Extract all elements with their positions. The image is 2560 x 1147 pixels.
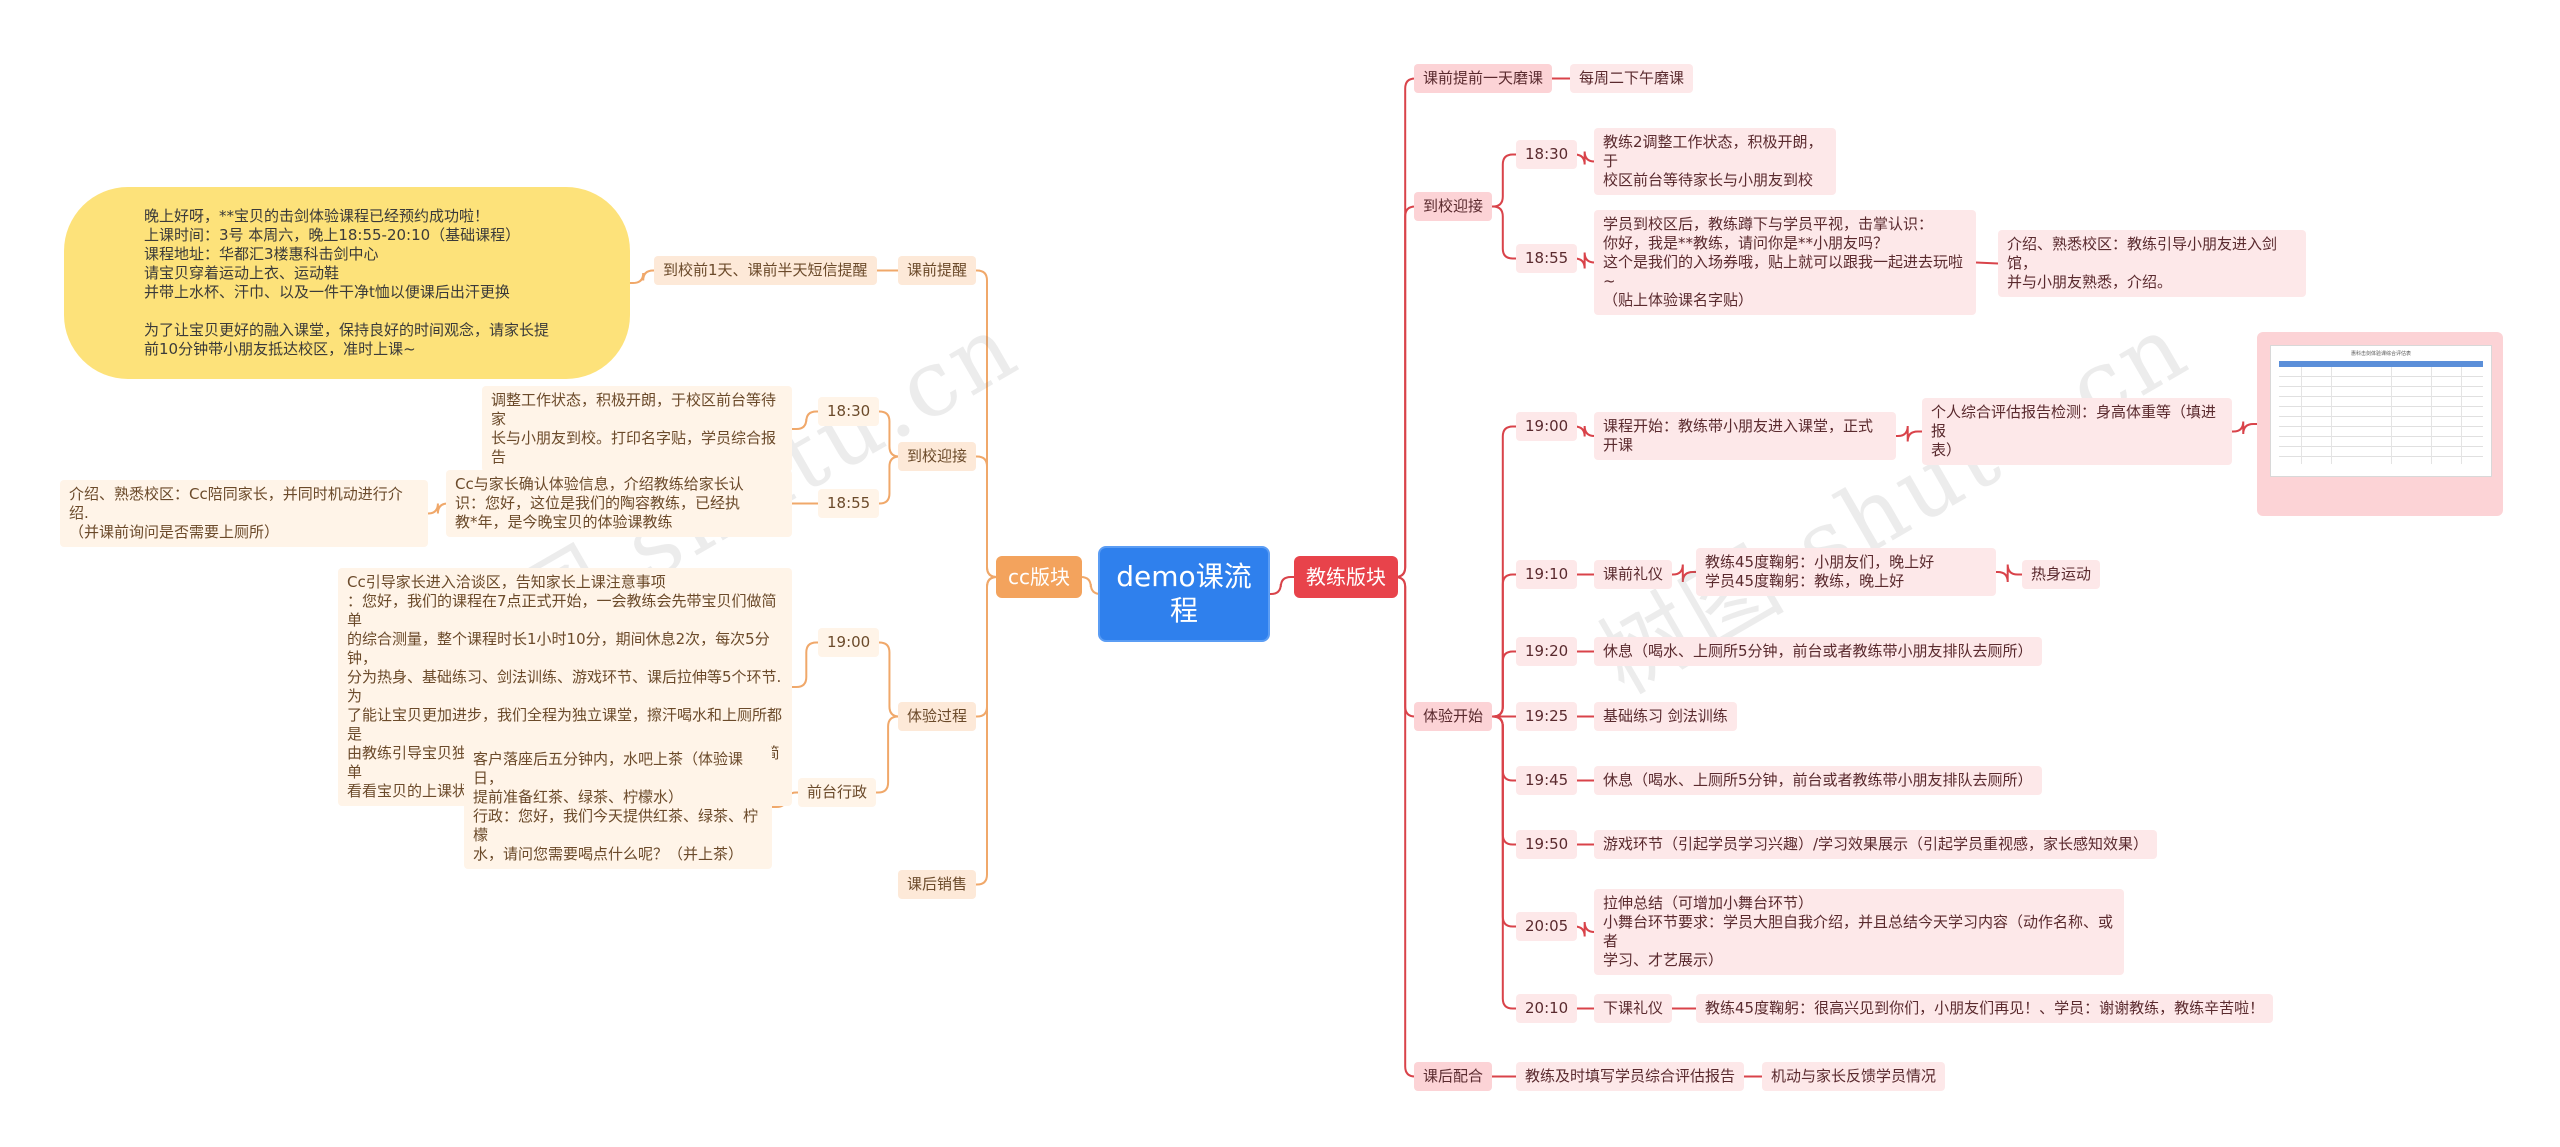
connector-L3-L3b [876, 715, 899, 794]
connector-R2-R2b [1492, 205, 1516, 260]
node-coach-2005[interactable]: 20:05 [1516, 912, 1578, 941]
node-parent-feedback[interactable]: 机动与家长反馈学员情况 [1762, 1062, 1946, 1091]
node-cc-arrival[interactable]: 到校迎接 [898, 442, 977, 471]
node-coach-experience[interactable]: 体验开始 [1414, 702, 1493, 731]
node-coach-1855-sub[interactable]: 介绍、熟悉校区：教练引导小朋友进入剑馆， 并与小朋友熟悉，介绍。 [1998, 230, 2306, 297]
connector-L1a-L1b [630, 269, 654, 284]
connector-L3a-L3a1 [792, 641, 818, 688]
connector-R2-R2a [1492, 153, 1516, 208]
evaluation-form-thumbnail[interactable]: 惠科击剑体验课综合评估表 [2257, 332, 2503, 516]
connector-R-R4 [1395, 576, 1416, 1078]
node-coach-1855-text[interactable]: 学员到校区后，教练蹲下与学员平视，击掌认识： 你好，我是**教练，请问你是**小… [1594, 210, 1976, 315]
connector-R-R2 [1395, 205, 1416, 578]
node-coach-1925[interactable]: 19:25 [1516, 702, 1578, 731]
node-cc-1830-text[interactable]: 调整工作状态，积极开朗，于校区前台等待家 长与小朋友到校。打印名字贴，学员综合报… [482, 386, 792, 472]
node-coach-1945[interactable]: 19:45 [1516, 766, 1578, 795]
connector-R3a2-THUMB [2232, 421, 2257, 435]
connector-R3a1-R3a2 [1896, 425, 1922, 442]
node-coach-1900-text[interactable]: 课程开始：教练带小朋友进入课堂，正式开课 [1594, 412, 1896, 460]
node-coach-2010[interactable]: 20:10 [1516, 994, 1578, 1023]
connector-root-L [1080, 576, 1101, 595]
node-cc-1855-text[interactable]: Cc与家长确认体验信息，介绍教练给家长认 识：您好，这位是我们的陶容教练，已经执… [446, 470, 792, 537]
connector-L-L4 [976, 576, 998, 886]
connector-L2-L2b [879, 455, 900, 505]
node-cc-1855-sub[interactable]: 介绍、熟悉校区：Cc陪同家长，并同时机动进行介绍. （并课前询问是否需要上厕所） [60, 480, 428, 547]
node-coach-1910[interactable]: 19:10 [1516, 560, 1578, 589]
connector-L-L2 [976, 455, 998, 578]
node-warm-up[interactable]: 热身运动 [2022, 560, 2101, 589]
node-game-session[interactable]: 游戏环节（引起学员学习兴趣）/学习效果展示（引起学员重视感，家长感知效果） [1594, 830, 2158, 859]
node-pre-class-etiquette[interactable]: 课前礼仪 [1594, 560, 1673, 589]
node-farewell-bow[interactable]: 教练45度鞠躬：很高兴见到你们，小朋友们再见！、学员：谢谢教练，教练辛苦啦！ [1696, 994, 2274, 1023]
connector-R3-R3c [1492, 650, 1516, 718]
node-rehearsal-time[interactable]: 每周二下午磨课 [1570, 64, 1694, 93]
node-cc-1855[interactable]: 18:55 [818, 489, 880, 518]
connector-L3-L3a [879, 641, 900, 718]
evaluation-form-image: 惠科击剑体验课综合评估表 [2270, 345, 2492, 477]
node-coach-1900-sub[interactable]: 个人综合评估报告检测：身高体重等（填进报 表） [1922, 398, 2232, 465]
connector-R3b2-R3b3 [1996, 564, 2022, 583]
connector-R3-R3g [1492, 715, 1516, 928]
connector-R3-R3a [1492, 425, 1516, 718]
connector-R3a-R3a1 [1574, 425, 1595, 437]
connector-R2b1-R2b2 [1975, 261, 1999, 265]
node-post-sales[interactable]: 课后销售 [898, 870, 977, 899]
connector-R3-R3b [1492, 573, 1516, 718]
node-coach-arrival[interactable]: 到校迎接 [1414, 192, 1493, 221]
node-break-2[interactable]: 休息（喝水、上厕所5分钟，前台或者教练带小朋友排队去厕所） [1594, 766, 2042, 795]
node-coach-1950[interactable]: 19:50 [1516, 830, 1578, 859]
connector-R3g-R3g1 [1574, 921, 1595, 937]
node-break-1[interactable]: 休息（喝水、上厕所5分钟，前台或者教练带小朋友排队去厕所） [1594, 637, 2042, 666]
node-stretch-summary[interactable]: 拉伸总结（可增加小舞台环节） 小舞台环节要求：学员大胆自我介绍，并且总结今天学习… [1594, 889, 2124, 975]
branch-coach[interactable]: 教练版块 [1294, 556, 1398, 598]
node-basic-training[interactable]: 基础练习 剑法训练 [1594, 702, 1737, 731]
connector-R3-R3e [1492, 715, 1516, 782]
node-front-desk-text[interactable]: 客户落座后五分钟内，水吧上茶（体验课日， 提前准备红茶、绿茶、柠檬水） 行政：您… [464, 745, 772, 869]
node-coach-1830[interactable]: 18:30 [1516, 140, 1578, 169]
node-pre-class-rehearsal[interactable]: 课前提前一天磨课 [1414, 64, 1553, 93]
node-coach-1855[interactable]: 18:55 [1516, 244, 1578, 273]
node-front-desk[interactable]: 前台行政 [798, 778, 877, 807]
connector-root-R [1270, 576, 1294, 595]
node-sms-timing[interactable]: 到校前1天、课前半天短信提醒 [654, 256, 877, 285]
node-after-class-etiquette[interactable]: 下课礼仪 [1594, 994, 1673, 1023]
node-coach-1830-text[interactable]: 教练2调整工作状态，积极开朗，于 校区前台等待家长与小朋友到校 [1594, 128, 1836, 195]
connector-L2-L2a [879, 410, 900, 458]
node-cc-experience[interactable]: 体验过程 [898, 702, 977, 731]
branch-cc[interactable]: cc版块 [996, 556, 1082, 598]
node-coach-1920[interactable]: 19:20 [1516, 637, 1578, 666]
connector-R2a-R2a1 [1574, 151, 1595, 165]
node-after-class-cooperation[interactable]: 课后配合 [1414, 1062, 1493, 1091]
node-cc-1830[interactable]: 18:30 [818, 397, 880, 426]
node-pre-reminder[interactable]: 课前提醒 [898, 256, 977, 285]
connector-L2a-L2a1 [792, 410, 818, 430]
connector-R2b-R2b1 [1574, 252, 1595, 269]
connector-L2b1-L2b2 [427, 502, 448, 515]
node-sms-content[interactable]: 晚上好呀，**宝贝的击剑体验课程已经预约成功啦！ 上课时间：3号 本周六，晚上1… [64, 187, 630, 379]
node-coach-1900[interactable]: 19:00 [1516, 412, 1578, 441]
evaluation-form-title: 惠科击剑体验课综合评估表 [2350, 351, 2411, 357]
connector-R3-R3h [1492, 715, 1516, 1010]
node-etiquette-bow[interactable]: 教练45度鞠躬：小朋友们，晚上好 学员45度鞠躬：教练，晚上好 [1696, 548, 1996, 596]
connector-R3b1-R3b2 [1672, 564, 1696, 583]
node-cc-1900[interactable]: 19:00 [818, 628, 880, 657]
root-topic[interactable]: demo课流程 [1098, 546, 1270, 642]
node-fill-report[interactable]: 教练及时填写学员综合评估报告 [1516, 1062, 1745, 1091]
